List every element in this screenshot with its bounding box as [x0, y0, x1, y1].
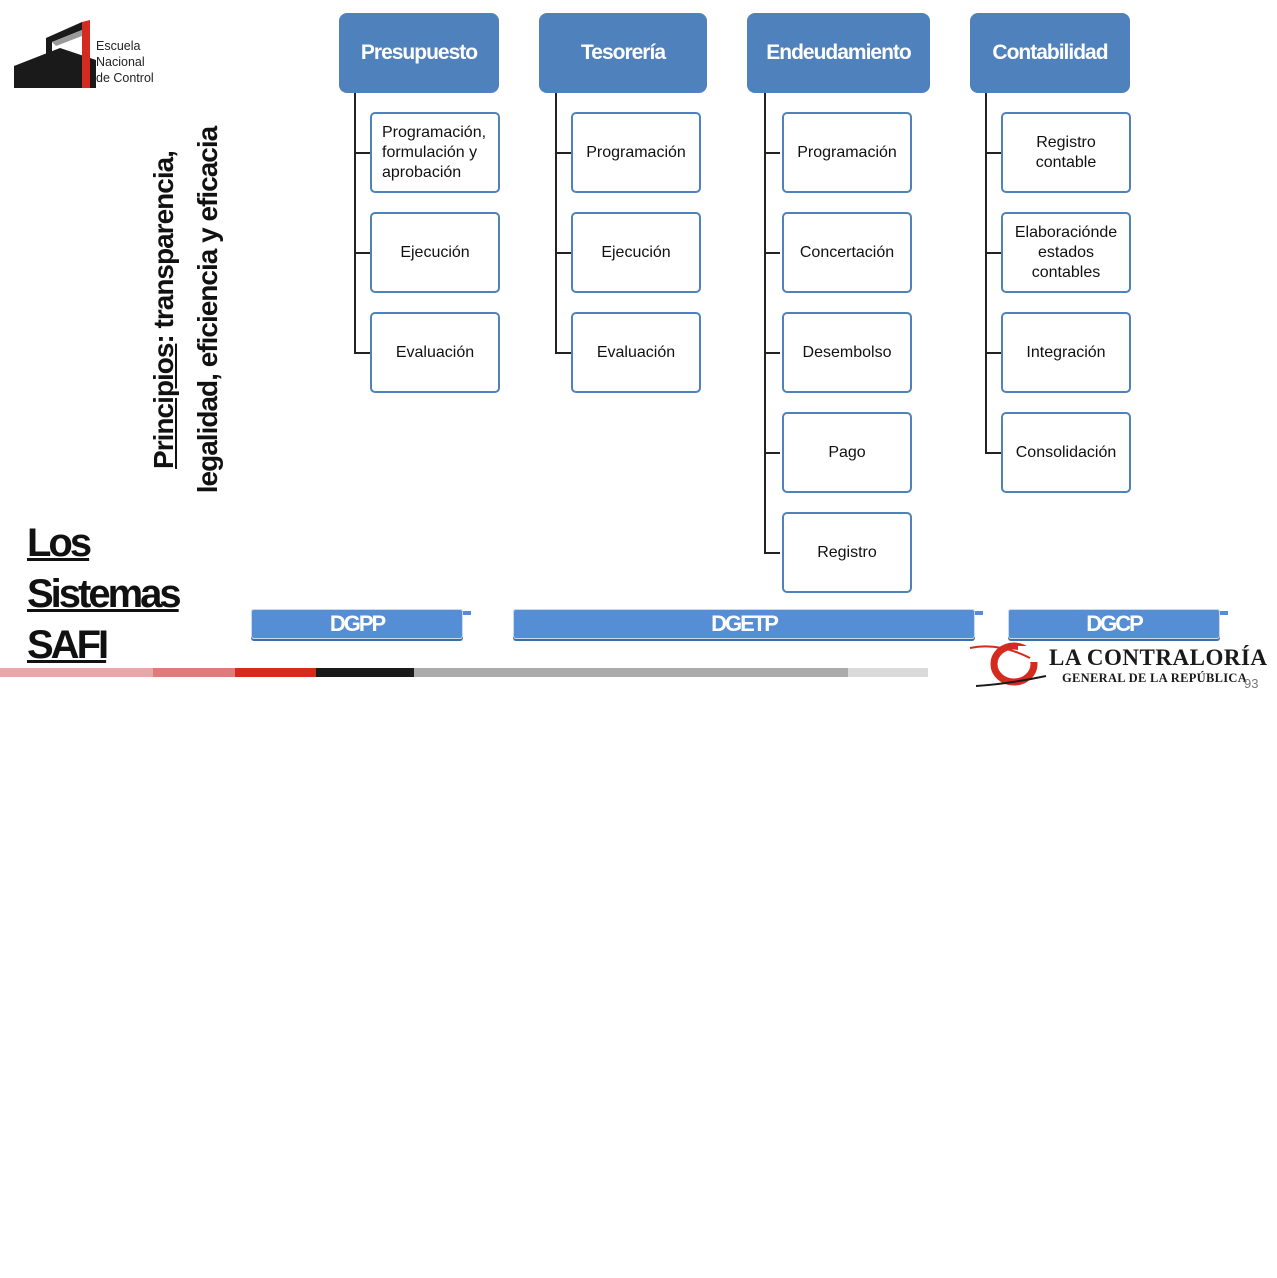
title-line-1: Los [27, 521, 92, 565]
org-bar-dgpp: DGPP [251, 609, 463, 639]
principles-label: Principios [148, 343, 179, 469]
item-endeudamiento-pago: Pago [782, 412, 912, 493]
footer-stripe-segment [316, 668, 414, 677]
column-header-endeudamiento: Endeudamiento [747, 13, 930, 93]
connector-line [764, 552, 780, 554]
item-endeudamiento-programacion: Programación [782, 112, 912, 193]
org-bar-tail [975, 611, 983, 615]
connector-line [764, 452, 780, 454]
connector-line [985, 93, 987, 453]
connector-line [555, 252, 571, 254]
connector-line [764, 93, 766, 553]
connector-line [985, 152, 1001, 154]
connector-line [354, 252, 370, 254]
item-endeudamiento-registro: Registro [782, 512, 912, 593]
item-presupuesto-ejecucion: Ejecución [370, 212, 500, 293]
item-contabilidad-consolidacion: Consolidación [1001, 412, 1131, 493]
escuela-logo-icon [14, 20, 96, 88]
title-line-2: Sistemas [27, 572, 182, 616]
item-endeudamiento-concertacion: Concertación [782, 212, 912, 293]
page-number: 93 [1244, 676, 1259, 691]
contraloria-name: LA CONTRALORÍA [1049, 645, 1268, 670]
connector-line [354, 352, 370, 354]
footer-stripe-segment [0, 668, 153, 677]
footer-stripe-segment [848, 668, 928, 677]
connector-line [555, 352, 571, 354]
contraloria-subname: GENERAL DE LA REPÚBLICA [1062, 671, 1248, 685]
item-tesoreria-programacion: Programación [571, 112, 701, 193]
column-header-presupuesto: Presupuesto [339, 13, 499, 93]
connector-line [555, 152, 571, 154]
principles-line2: legalidad, eficiencia y eficacia [192, 126, 223, 494]
connector-line [985, 252, 1001, 254]
item-endeudamiento-desembolso: Desembolso [782, 312, 912, 393]
item-contabilidad-estados-contables: Elaboraciónde estados contables [1001, 212, 1131, 293]
footer-stripe-segment [235, 668, 316, 677]
item-contabilidad-registro-contable: Registro contable [1001, 112, 1131, 193]
connector-line [764, 252, 780, 254]
page-title: Los Sistemas SAFI [27, 518, 182, 671]
item-tesoreria-evaluacion: Evaluación [571, 312, 701, 393]
footer-stripe-segment [153, 668, 235, 677]
item-contabilidad-integracion: Integración [1001, 312, 1131, 393]
connector-line [555, 93, 557, 353]
org-bar-tail [1220, 611, 1228, 615]
item-tesoreria-ejecucion: Ejecución [571, 212, 701, 293]
org-bar-dgetp: DGETP [513, 609, 975, 639]
contraloria-logo-icon [969, 642, 1048, 687]
column-header-contabilidad: Contabilidad [970, 13, 1130, 93]
connector-line [985, 352, 1001, 354]
connector-line [985, 452, 1001, 454]
title-line-3: SAFI [27, 623, 109, 667]
item-presupuesto-programacion: Programación, formulación y aprobación [370, 112, 500, 193]
column-header-tesoreria: Tesorería [539, 13, 707, 93]
connector-line [764, 352, 780, 354]
principles-line1: : transparencia, [148, 151, 179, 344]
org-bar-tail [463, 611, 471, 615]
connector-line [354, 93, 356, 353]
org-bar-dgcp: DGCP [1008, 609, 1220, 639]
connector-line [354, 152, 370, 154]
footer-stripe-segment [414, 668, 848, 677]
escuela-logo-text: Escuela Nacional de Control [96, 39, 154, 85]
item-presupuesto-evaluacion: Evaluación [370, 312, 500, 393]
connector-line [764, 152, 780, 154]
